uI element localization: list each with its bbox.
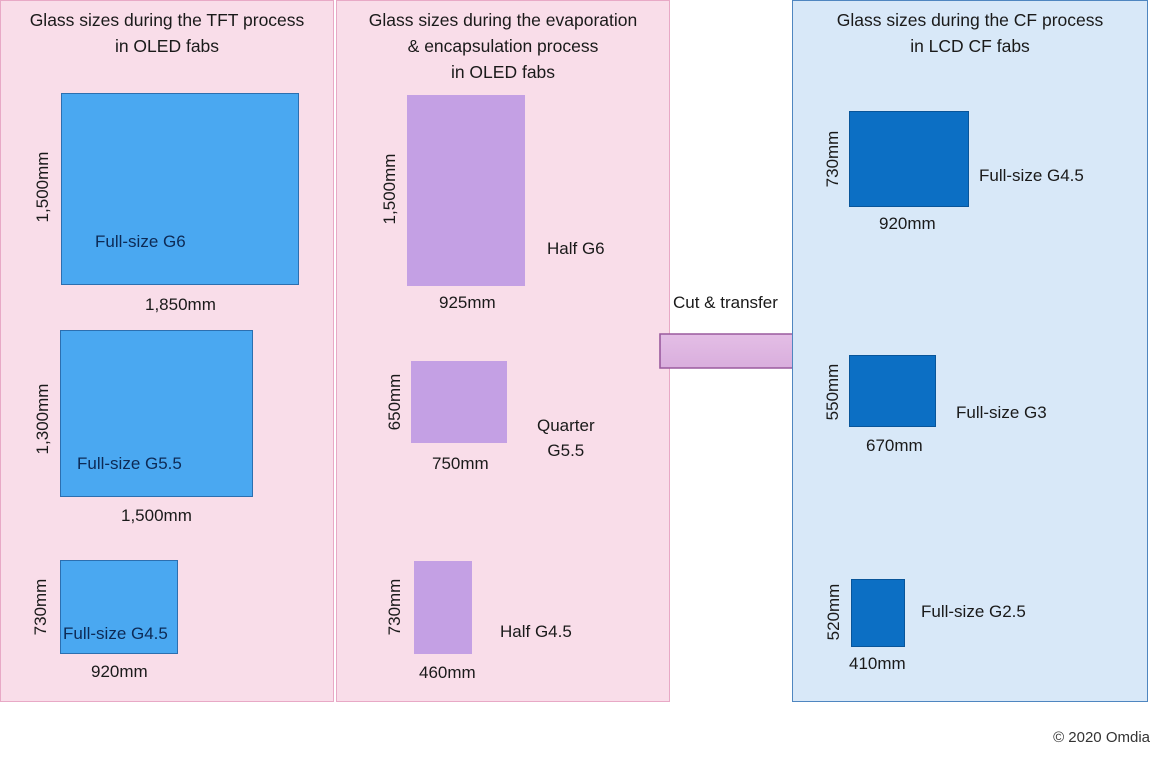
glass-full-g3-height: 550mm xyxy=(823,363,842,421)
glass-full-g6-label: Full-size G6 xyxy=(95,232,186,251)
glass-quarter-g5-5-height: 650mm xyxy=(385,373,404,431)
glass-full-g2-5 xyxy=(851,579,905,647)
glass-full-g6-height: 1,500mm xyxy=(33,151,52,223)
glass-quarter-g5-5 xyxy=(411,361,507,443)
cf-panel: Glass sizes during the CF process in LCD… xyxy=(792,0,1148,702)
glass-full-g2-5-height: 520mm xyxy=(824,583,843,641)
glass-full-g5-5-width: 1,500mm xyxy=(121,506,192,525)
glass-full-g4-5-tft xyxy=(60,560,178,654)
glass-quarter-g5-5-label: Quarter G5.5 xyxy=(537,416,595,460)
glass-half-g4-5-height: 730mm xyxy=(385,578,404,636)
glass-full-g6 xyxy=(61,93,299,285)
glass-half-g4-5-label: Half G4.5 xyxy=(500,622,572,641)
glass-full-g4-5-tft-label: Full-size G4.5 xyxy=(63,624,168,643)
glass-half-g4-5 xyxy=(414,561,472,654)
glass-half-g6-label: Half G6 xyxy=(547,239,605,258)
glass-full-g4-5-tft-height: 730mm xyxy=(31,578,50,636)
glass-full-g5-5 xyxy=(60,330,253,497)
glass-full-g4-5-cf-width: 920mm xyxy=(879,214,936,233)
glass-half-g6 xyxy=(407,95,525,286)
cf-panel-title: Glass sizes during the CF process in LCD… xyxy=(836,10,1104,56)
glass-full-g4-5-cf xyxy=(849,111,969,207)
tft-panel: Glass sizes during the TFT process in OL… xyxy=(0,0,334,702)
evap-panel-title: Glass sizes during the evaporation & enc… xyxy=(368,10,638,82)
glass-full-g4-5-cf-height: 730mm xyxy=(823,130,842,188)
glass-full-g2-5-width: 410mm xyxy=(849,654,906,673)
evap-panel: Glass sizes during the evaporation & enc… xyxy=(336,0,670,702)
glass-full-g5-5-height: 1,300mm xyxy=(33,383,52,455)
glass-quarter-g5-5-width: 750mm xyxy=(432,454,489,473)
glass-full-g3 xyxy=(849,355,936,427)
copyright-text: © 2020 Omdia xyxy=(1053,729,1150,746)
glass-full-g2-5-label: Full-size G2.5 xyxy=(921,602,1026,621)
glass-full-g6-width: 1,850mm xyxy=(145,295,216,314)
glass-half-g4-5-width: 460mm xyxy=(419,663,476,682)
glass-full-g4-5-cf-label: Full-size G4.5 xyxy=(979,166,1084,185)
glass-full-g5-5-label: Full-size G5.5 xyxy=(77,454,182,473)
glass-half-g6-width: 925mm xyxy=(439,293,496,312)
glass-full-g3-label: Full-size G3 xyxy=(956,403,1047,422)
tft-panel-title: Glass sizes during the TFT process in OL… xyxy=(29,10,305,56)
cut-transfer-label: Cut & transfer xyxy=(673,293,778,312)
glass-full-g4-5-tft-width: 920mm xyxy=(91,662,148,681)
glass-half-g6-height: 1,500mm xyxy=(380,153,399,225)
glass-full-g3-width: 670mm xyxy=(866,436,923,455)
